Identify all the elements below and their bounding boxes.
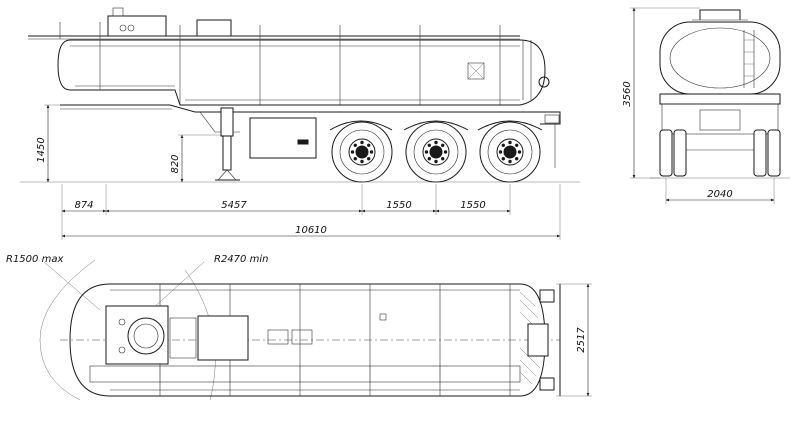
- dim-front-overhang: 874: [74, 200, 93, 211]
- dim-kingpin-to-axle: 5457: [221, 200, 247, 211]
- wheel: [405, 121, 467, 183]
- walkway-railing: [59, 22, 501, 39]
- dim-front-swing-radius: R1500 max: [6, 254, 63, 265]
- wheel: [479, 121, 541, 183]
- side-view: 1450 820 874 5457 1550 1550 10610: [20, 7, 580, 240]
- dim-overall-width: 2517: [576, 327, 587, 353]
- dim-track-width: 2040: [707, 189, 732, 200]
- side-toolbox: [249, 117, 317, 159]
- wheel-axles: [331, 121, 541, 183]
- plan-view: R1500 max R2470 min: [6, 254, 592, 401]
- manhole-dome: [107, 7, 232, 37]
- dim-axle-spacing-2: 1550: [460, 200, 485, 211]
- dim-axle-spacing-1: 1550: [386, 200, 411, 211]
- dim-total-height: 3560: [622, 81, 633, 106]
- wheel: [331, 121, 393, 183]
- dim-turning-radius: R2470 min: [214, 254, 268, 265]
- landing-gear: [215, 107, 240, 181]
- dim-total-length: 10610: [295, 225, 327, 236]
- length-dimensions: 874 5457 1550 1550 10610: [61, 184, 561, 240]
- rear-view: 3560 2040: [622, 7, 790, 204]
- dim-fifth-wheel-height: 1450: [36, 137, 47, 162]
- tank-shell: [57, 39, 550, 106]
- manhole-plan: [105, 305, 387, 365]
- dim-landing-gear-height: 820: [170, 154, 181, 173]
